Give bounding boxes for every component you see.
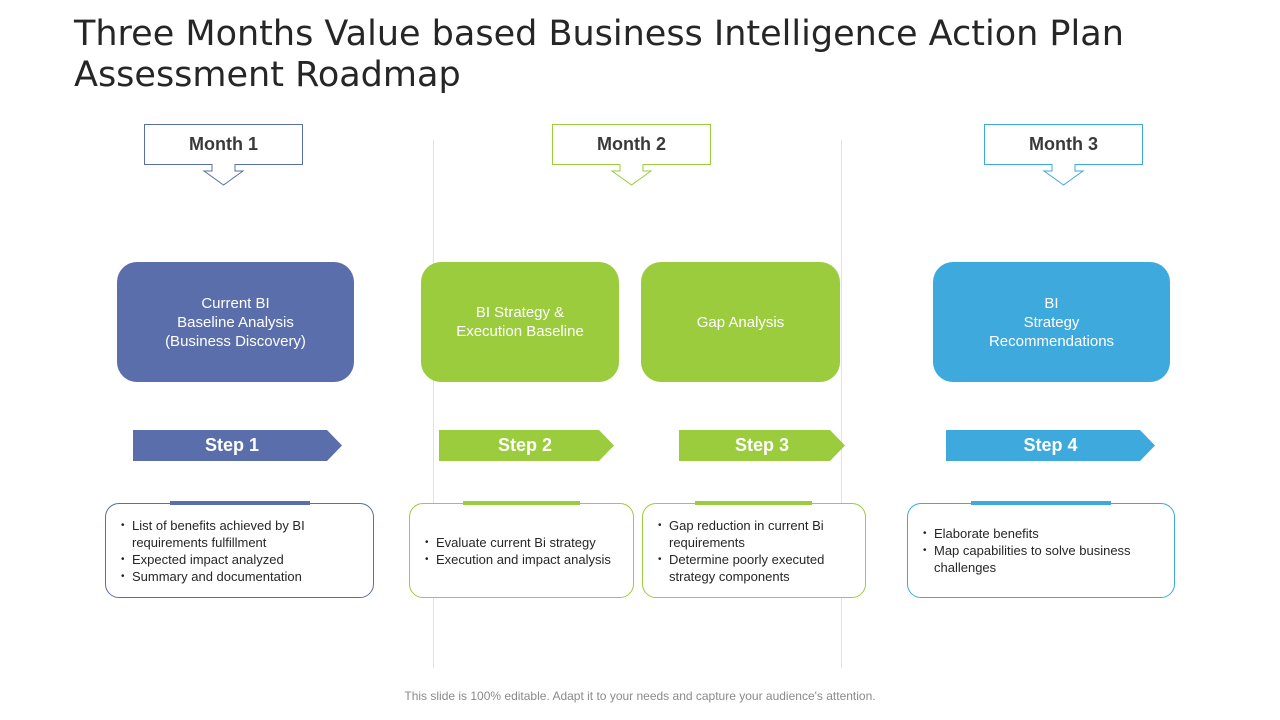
step-3-label: Step 3 (734, 435, 790, 455)
detail-list: Gap reduction in current Bi requirements… (643, 517, 865, 585)
step-arrow-shape (946, 430, 1155, 461)
detail-list: List of benefits achieved by BI requirem… (106, 517, 373, 585)
step-1-details: List of benefits achieved by BI requirem… (105, 501, 374, 598)
step-1-arrow: Step 1 (133, 430, 342, 461)
detail-list: Evaluate current Bi strategy Execution a… (410, 534, 625, 568)
detail-bullet: List of benefits achieved by BI requirem… (121, 517, 359, 551)
detail-list: Elaborate benefits Map capabilities to s… (908, 525, 1174, 576)
stage-2-box: BI Strategy & Execution Baseline (421, 262, 619, 382)
stage-3-box: Gap Analysis (641, 262, 840, 382)
step-3-details: Gap reduction in current Bi requirements… (642, 501, 866, 598)
step-arrow-shape (679, 430, 845, 461)
step-4-label: Step 4 (1023, 435, 1078, 455)
detail-bullet: Gap reduction in current Bi requirements (658, 517, 851, 551)
callout-arrow-shape (984, 124, 1143, 186)
detail-bullet: Elaborate benefits (923, 525, 1160, 542)
detail-bullet: Determine poorly executed strategy compo… (658, 551, 851, 585)
detail-bullet: Map capabilities to solve business chall… (923, 542, 1160, 576)
detail-accent-bar (971, 501, 1111, 505)
stage-1-box: Current BI Baseline Analysis (Business D… (117, 262, 354, 382)
column-divider (841, 140, 842, 668)
step-4-arrow: Step 4 (946, 430, 1155, 461)
month-1-label: Month 1 (189, 134, 258, 154)
step-2-label: Step 2 (497, 435, 553, 455)
callout-arrow-shape (144, 124, 303, 186)
callout-arrow-shape (552, 124, 711, 186)
step-arrow-shape (439, 430, 614, 461)
step-4-details: Elaborate benefits Map capabilities to s… (907, 501, 1175, 598)
stage-4-box: BI Strategy Recommendations (933, 262, 1170, 382)
month-3-label: Month 3 (1029, 134, 1098, 154)
column-divider (433, 140, 434, 668)
step-1-label: Step 1 (204, 435, 260, 455)
step-2-arrow: Step 2 (439, 430, 614, 461)
slide-title: Three Months Value based Business Intell… (74, 14, 1124, 95)
detail-accent-bar (463, 501, 580, 505)
detail-accent-bar (170, 501, 310, 505)
month-3-callout: Month 3 (984, 124, 1143, 186)
detail-bullet: Expected impact analyzed (121, 551, 359, 568)
detail-bullet: Execution and impact analysis (425, 551, 611, 568)
detail-accent-bar (695, 501, 812, 505)
detail-bullet: Evaluate current Bi strategy (425, 534, 611, 551)
detail-bullet: Summary and documentation (121, 568, 359, 585)
month-2-callout: Month 2 (552, 124, 711, 186)
month-2-label: Month 2 (597, 134, 666, 154)
step-arrow-shape (133, 430, 342, 461)
month-1-callout: Month 1 (144, 124, 303, 186)
step-2-details: Evaluate current Bi strategy Execution a… (409, 501, 634, 598)
footer-note: This slide is 100% editable. Adapt it to… (404, 689, 876, 703)
step-3-arrow: Step 3 (679, 430, 845, 461)
